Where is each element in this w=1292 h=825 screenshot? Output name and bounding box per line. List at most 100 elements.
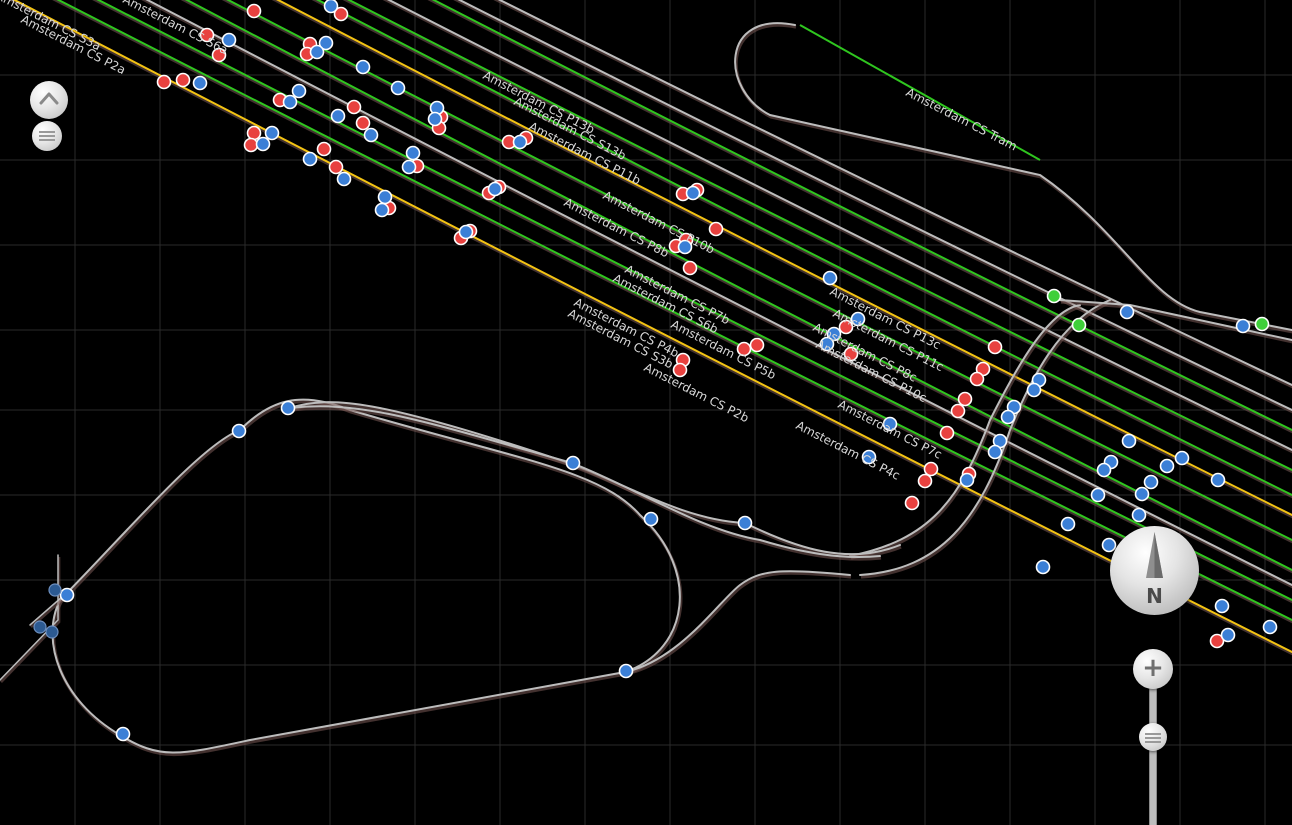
signal-blue-marker[interactable] [959,472,975,488]
signal-blue-marker[interactable] [427,111,443,127]
signal-blue-marker[interactable] [280,400,296,416]
signal-red-marker[interactable] [156,74,172,90]
signal-red-marker[interactable] [346,99,362,115]
signal-red-marker[interactable] [736,341,752,357]
signal-blue-marker[interactable] [363,127,379,143]
signal-blue-marker[interactable] [1121,433,1137,449]
signal-red-marker[interactable] [950,403,966,419]
signal-red-marker[interactable] [708,221,724,237]
signal-layer[interactable] [33,0,1278,742]
signal-blue-marker[interactable] [458,224,474,240]
signal-red-marker[interactable] [246,3,262,19]
signal-blue-marker[interactable] [677,239,693,255]
zoom-in-button[interactable]: + [1133,649,1173,689]
signal-blue-marker[interactable] [1060,516,1076,532]
signal-green-marker[interactable] [1254,316,1270,332]
signal-blue-marker[interactable] [1090,487,1106,503]
signal-blue-marker[interactable] [565,455,581,471]
signal-blue-marker[interactable] [1262,619,1278,635]
signal-blue-marker[interactable] [1000,409,1016,425]
pan-handle[interactable] [32,121,62,151]
signal-blue-marker[interactable] [330,108,346,124]
signal-red-marker[interactable] [243,137,259,153]
junction-marker[interactable] [45,625,59,639]
signal-red-marker[interactable] [211,47,227,63]
signal-red-marker[interactable] [316,141,332,157]
signal-blue-marker[interactable] [882,416,898,432]
signal-blue-marker[interactable] [323,0,339,14]
signal-blue-marker[interactable] [405,145,421,161]
signal-red-marker[interactable] [333,6,349,22]
signal-red-marker[interactable] [1209,633,1225,649]
signal-blue-marker[interactable] [685,185,701,201]
signal-blue-marker[interactable] [1026,382,1042,398]
signal-blue-marker[interactable] [1220,627,1236,643]
signal-red-marker[interactable] [749,337,765,353]
signal-blue-marker[interactable] [822,270,838,286]
signal-green-marker[interactable] [1046,288,1062,304]
signal-blue-marker[interactable] [1119,304,1135,320]
signal-blue-marker[interactable] [302,151,318,167]
signal-blue-marker[interactable] [59,587,75,603]
signal-blue-marker[interactable] [1174,450,1190,466]
signal-blue-marker[interactable] [318,35,334,51]
signal-red-marker[interactable] [328,159,344,175]
signal-blue-marker[interactable] [221,32,237,48]
signal-blue-marker[interactable] [487,181,503,197]
signal-red-marker[interactable] [199,27,215,43]
signal-blue-marker[interactable] [377,189,393,205]
signal-red-marker[interactable] [175,72,191,88]
signal-blue-marker[interactable] [1159,458,1175,474]
signal-blue-marker[interactable] [987,444,1003,460]
signal-red-marker[interactable] [957,391,973,407]
signal-blue-marker[interactable] [264,125,280,141]
signal-blue-marker[interactable] [309,44,325,60]
signal-blue-marker[interactable] [643,511,659,527]
signal-blue-marker[interactable] [255,136,271,152]
junction-marker[interactable] [33,620,47,634]
signal-blue-marker[interactable] [737,515,753,531]
zoom-slider-track[interactable] [1149,678,1157,825]
signal-blue-marker[interactable] [1131,507,1147,523]
signal-blue-marker[interactable] [1214,598,1230,614]
signal-blue-marker[interactable] [291,83,307,99]
signal-blue-marker[interactable] [1210,472,1226,488]
signal-blue-marker[interactable] [115,726,131,742]
signal-blue-marker[interactable] [1134,486,1150,502]
signal-blue-marker[interactable] [336,171,352,187]
signal-red-marker[interactable] [987,339,1003,355]
signal-blue-marker[interactable] [826,326,842,342]
junction-marker[interactable] [48,583,62,597]
signal-blue-marker[interactable] [1143,474,1159,490]
signal-blue-marker[interactable] [401,159,417,175]
compass-button[interactable]: N [1110,526,1199,615]
signal-blue-marker[interactable] [192,75,208,91]
signal-red-marker[interactable] [682,260,698,276]
signal-blue-marker[interactable] [1096,462,1112,478]
signal-blue-marker[interactable] [1101,537,1117,553]
zoom-slider-thumb[interactable] [1139,723,1167,751]
signal-blue-marker[interactable] [231,423,247,439]
pan-up-button[interactable] [30,81,68,119]
signal-green-marker[interactable] [1071,317,1087,333]
signal-blue-marker[interactable] [850,311,866,327]
signal-red-marker[interactable] [355,115,371,131]
signal-red-marker[interactable] [246,125,262,141]
signal-blue-marker[interactable] [282,94,298,110]
signal-blue-marker[interactable] [390,80,406,96]
signal-blue-marker[interactable] [374,202,390,218]
signal-red-marker[interactable] [939,425,955,441]
signal-blue-marker[interactable] [819,336,835,352]
signal-red-marker[interactable] [923,461,939,477]
signal-blue-marker[interactable] [618,663,634,679]
signal-blue-marker[interactable] [355,59,371,75]
signal-red-marker[interactable] [904,495,920,511]
signal-red-marker[interactable] [843,346,859,362]
signal-blue-marker[interactable] [1235,318,1251,334]
signal-red-marker[interactable] [672,362,688,378]
signal-blue-marker[interactable] [512,134,528,150]
signal-red-marker[interactable] [969,371,985,387]
signal-blue-marker[interactable] [1035,559,1051,575]
